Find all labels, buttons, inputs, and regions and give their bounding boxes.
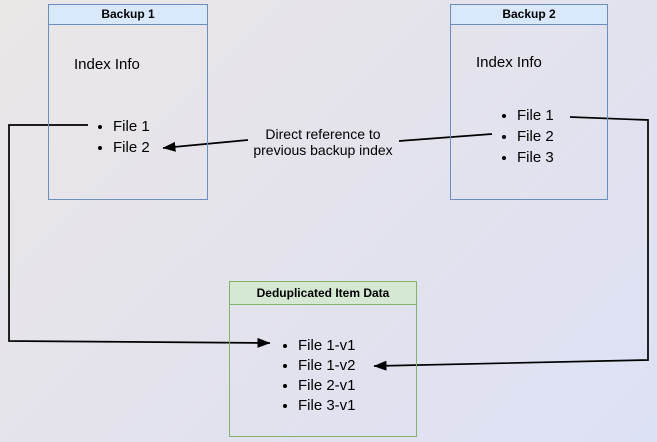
list-item: File 3: [517, 147, 554, 168]
list-item: File 3-v1: [298, 396, 356, 416]
dedup-file-list: File 1-v1 File 1-v2 File 2-v1 File 3-v1: [230, 336, 356, 416]
backup2-file-list: File 1 File 2 File 3: [451, 105, 554, 168]
backup1-box: Backup 1 Index Info File 1 File 2: [48, 4, 208, 200]
dedup-title: Deduplicated Item Data: [230, 282, 416, 305]
direct-reference-label: Direct reference to previous backup inde…: [240, 126, 406, 158]
list-item: File 1: [113, 116, 150, 137]
list-item: File 1-v1: [298, 336, 356, 356]
list-item: File 2-v1: [298, 376, 356, 396]
backup1-file-list: File 1 File 2: [49, 116, 150, 158]
deduplicated-item-data-box: Deduplicated Item Data File 1-v1 File 1-…: [229, 281, 417, 437]
backup2-box: Backup 2 Index Info File 1 File 2 File 3: [450, 4, 608, 200]
backup2-subtitle: Index Info: [476, 54, 542, 71]
backup1-subtitle: Index Info: [74, 56, 140, 73]
list-item: File 2: [517, 126, 554, 147]
direct-reference-label-line1: Direct reference to: [265, 126, 381, 142]
list-item: File 1-v2: [298, 356, 356, 376]
backup1-title: Backup 1: [49, 5, 207, 25]
direct-reference-label-line2: previous backup index: [253, 142, 393, 158]
backup2-title: Backup 2: [451, 5, 607, 25]
list-item: File 2: [113, 137, 150, 158]
list-item: File 1: [517, 105, 554, 126]
